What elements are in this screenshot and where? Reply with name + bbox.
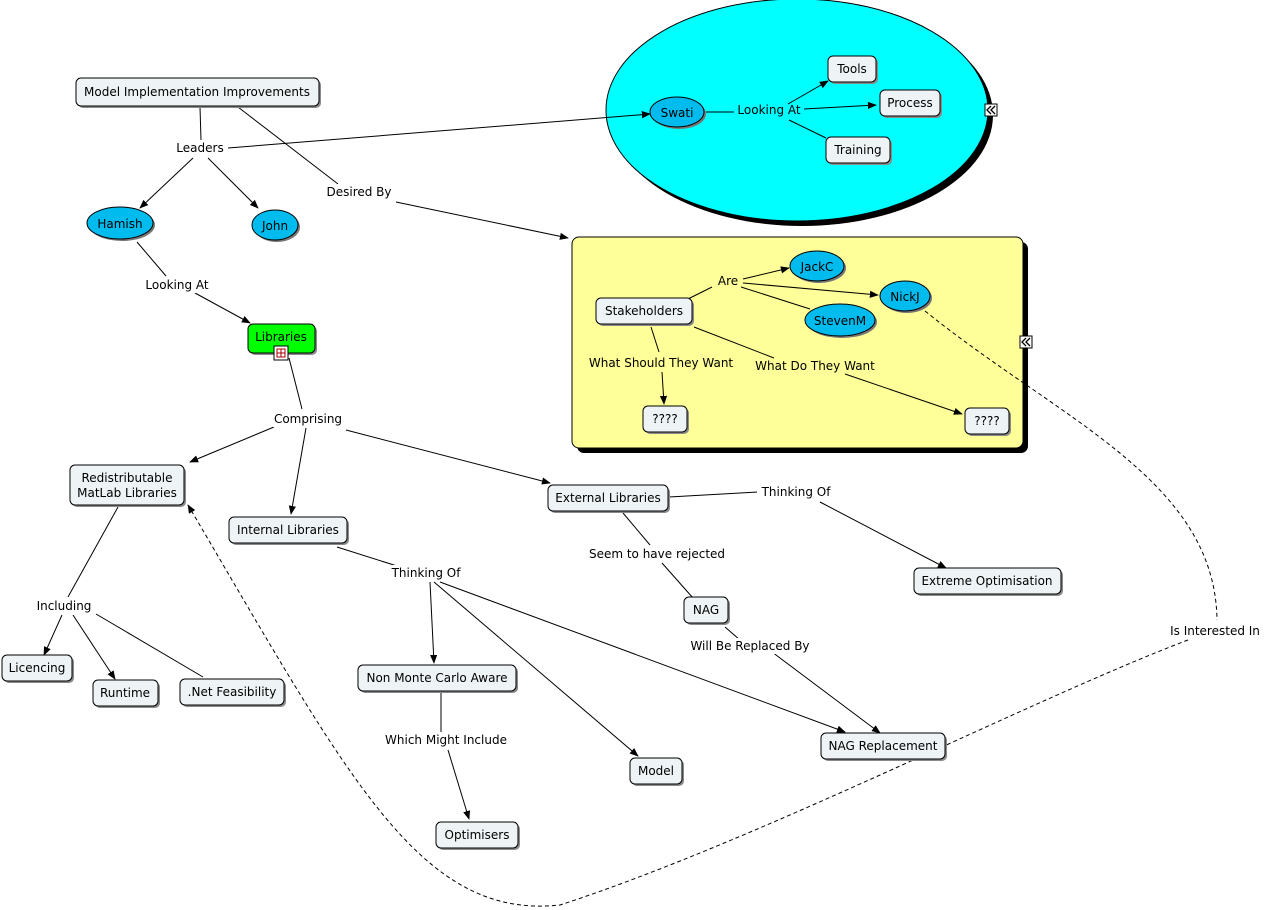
person-hamish[interactable]: Hamish (86, 206, 155, 241)
concept-label: Training (833, 143, 881, 157)
connections (43, 80, 1218, 907)
concept-label: Libraries (255, 330, 307, 344)
collapse-cyan-region-icon[interactable] (984, 103, 998, 117)
link-label-will-be-replaced: Will Be Replaced By (690, 639, 809, 653)
concept-label: John (261, 219, 288, 233)
concept-label: NAG Replacement (829, 739, 938, 753)
link-label-comprising: Comprising (274, 412, 342, 426)
concept-label: Extreme Optimisation (921, 574, 1052, 588)
concept-external-libraries[interactable]: External Libraries (547, 484, 670, 513)
concept-label: External Libraries (555, 491, 660, 505)
concept-label: Hamish (97, 217, 142, 231)
concept-non-monte-carlo[interactable]: Non Monte Carlo Aware (357, 664, 518, 693)
link-label-seem-rejected: Seem to have rejected (589, 547, 725, 561)
concept-label: .Net Feasibility (188, 685, 277, 699)
concept-redistributable[interactable]: Redistributable MatLab Libraries (69, 464, 186, 507)
collapse-yellow-region-icon[interactable] (1019, 335, 1033, 349)
concept-process[interactable]: Process (879, 89, 942, 118)
link-label-looking-at-swati: Looking At (737, 103, 800, 117)
concept-label: Internal Libraries (237, 523, 339, 537)
concept-nag[interactable]: NAG (683, 596, 730, 625)
link-labels: Leaders Desired By Looking At Looking At… (32, 103, 1264, 748)
concept-label: Swati (661, 106, 694, 120)
person-nickj[interactable]: NickJ (879, 280, 932, 313)
link-label-what-should: What Should They Want (589, 356, 734, 370)
concept-stakeholders[interactable]: Stakeholders (595, 297, 694, 326)
concept-label: Process (887, 96, 933, 110)
concept-label: Optimisers (445, 828, 510, 842)
link-label-are: Are (718, 274, 738, 288)
concept-model-implementation[interactable]: Model Implementation Improvements (75, 77, 321, 108)
concept-net-feasibility[interactable]: .Net Feasibility (179, 678, 286, 707)
link-label-is-interested: Is Interested In (1170, 624, 1260, 638)
concept-question-1[interactable]: ???? (642, 405, 689, 434)
concept-label: Licencing (9, 661, 66, 675)
link-label-what-do: What Do They Want (755, 359, 875, 373)
person-jackc[interactable]: JackC (789, 250, 846, 283)
concept-nag-replacement[interactable]: NAG Replacement (820, 732, 947, 761)
link-label-which-might: Which Might Include (385, 733, 507, 747)
cyan-region (605, 0, 993, 226)
concept-runtime[interactable]: Runtime (92, 679, 160, 708)
concept-model[interactable]: Model (629, 757, 684, 786)
concept-label: NickJ (890, 290, 919, 304)
link-label-thinking-of-internal: Thinking Of (391, 566, 462, 580)
concept-label: StevenM (814, 314, 866, 328)
concept-label: NAG (693, 603, 719, 617)
concept-extreme-optimisation[interactable]: Extreme Optimisation (913, 567, 1063, 596)
concept-label: Tools (836, 62, 867, 76)
concept-libraries[interactable]: Libraries (247, 323, 317, 361)
link-label-including: Including (37, 599, 92, 613)
person-john[interactable]: John (251, 209, 300, 242)
link-label-leaders: Leaders (176, 141, 223, 155)
link-label-desired-by: Desired By (326, 185, 391, 199)
concept-label-line-1: Redistributable (82, 471, 173, 485)
resource-icon[interactable] (273, 345, 289, 361)
person-swati[interactable]: Swati (649, 96, 706, 129)
concept-optimisers[interactable]: Optimisers (435, 821, 520, 850)
concept-label-line-2: MatLab Libraries (77, 486, 177, 500)
concept-label: ???? (974, 414, 999, 428)
concept-label: Non Monte Carlo Aware (366, 671, 507, 685)
concept-internal-libraries[interactable]: Internal Libraries (228, 516, 349, 545)
concept-licencing[interactable]: Licencing (1, 654, 74, 683)
person-stevenm[interactable]: StevenM (804, 303, 877, 338)
concept-label: Model (638, 764, 674, 778)
concept-label: JackC (800, 260, 834, 274)
link-label-thinking-of-external: Thinking Of (761, 485, 832, 499)
concept-label: Runtime (100, 686, 150, 700)
concept-label: Model Implementation Improvements (84, 85, 310, 99)
link-label-looking-at-hamish: Looking At (145, 278, 208, 292)
concept-training[interactable]: Training (825, 136, 892, 165)
concept-label: Stakeholders (605, 304, 683, 318)
concept-label: ???? (652, 412, 677, 426)
concept-question-2[interactable]: ???? (964, 407, 1011, 436)
concept-tools[interactable]: Tools (827, 55, 878, 84)
